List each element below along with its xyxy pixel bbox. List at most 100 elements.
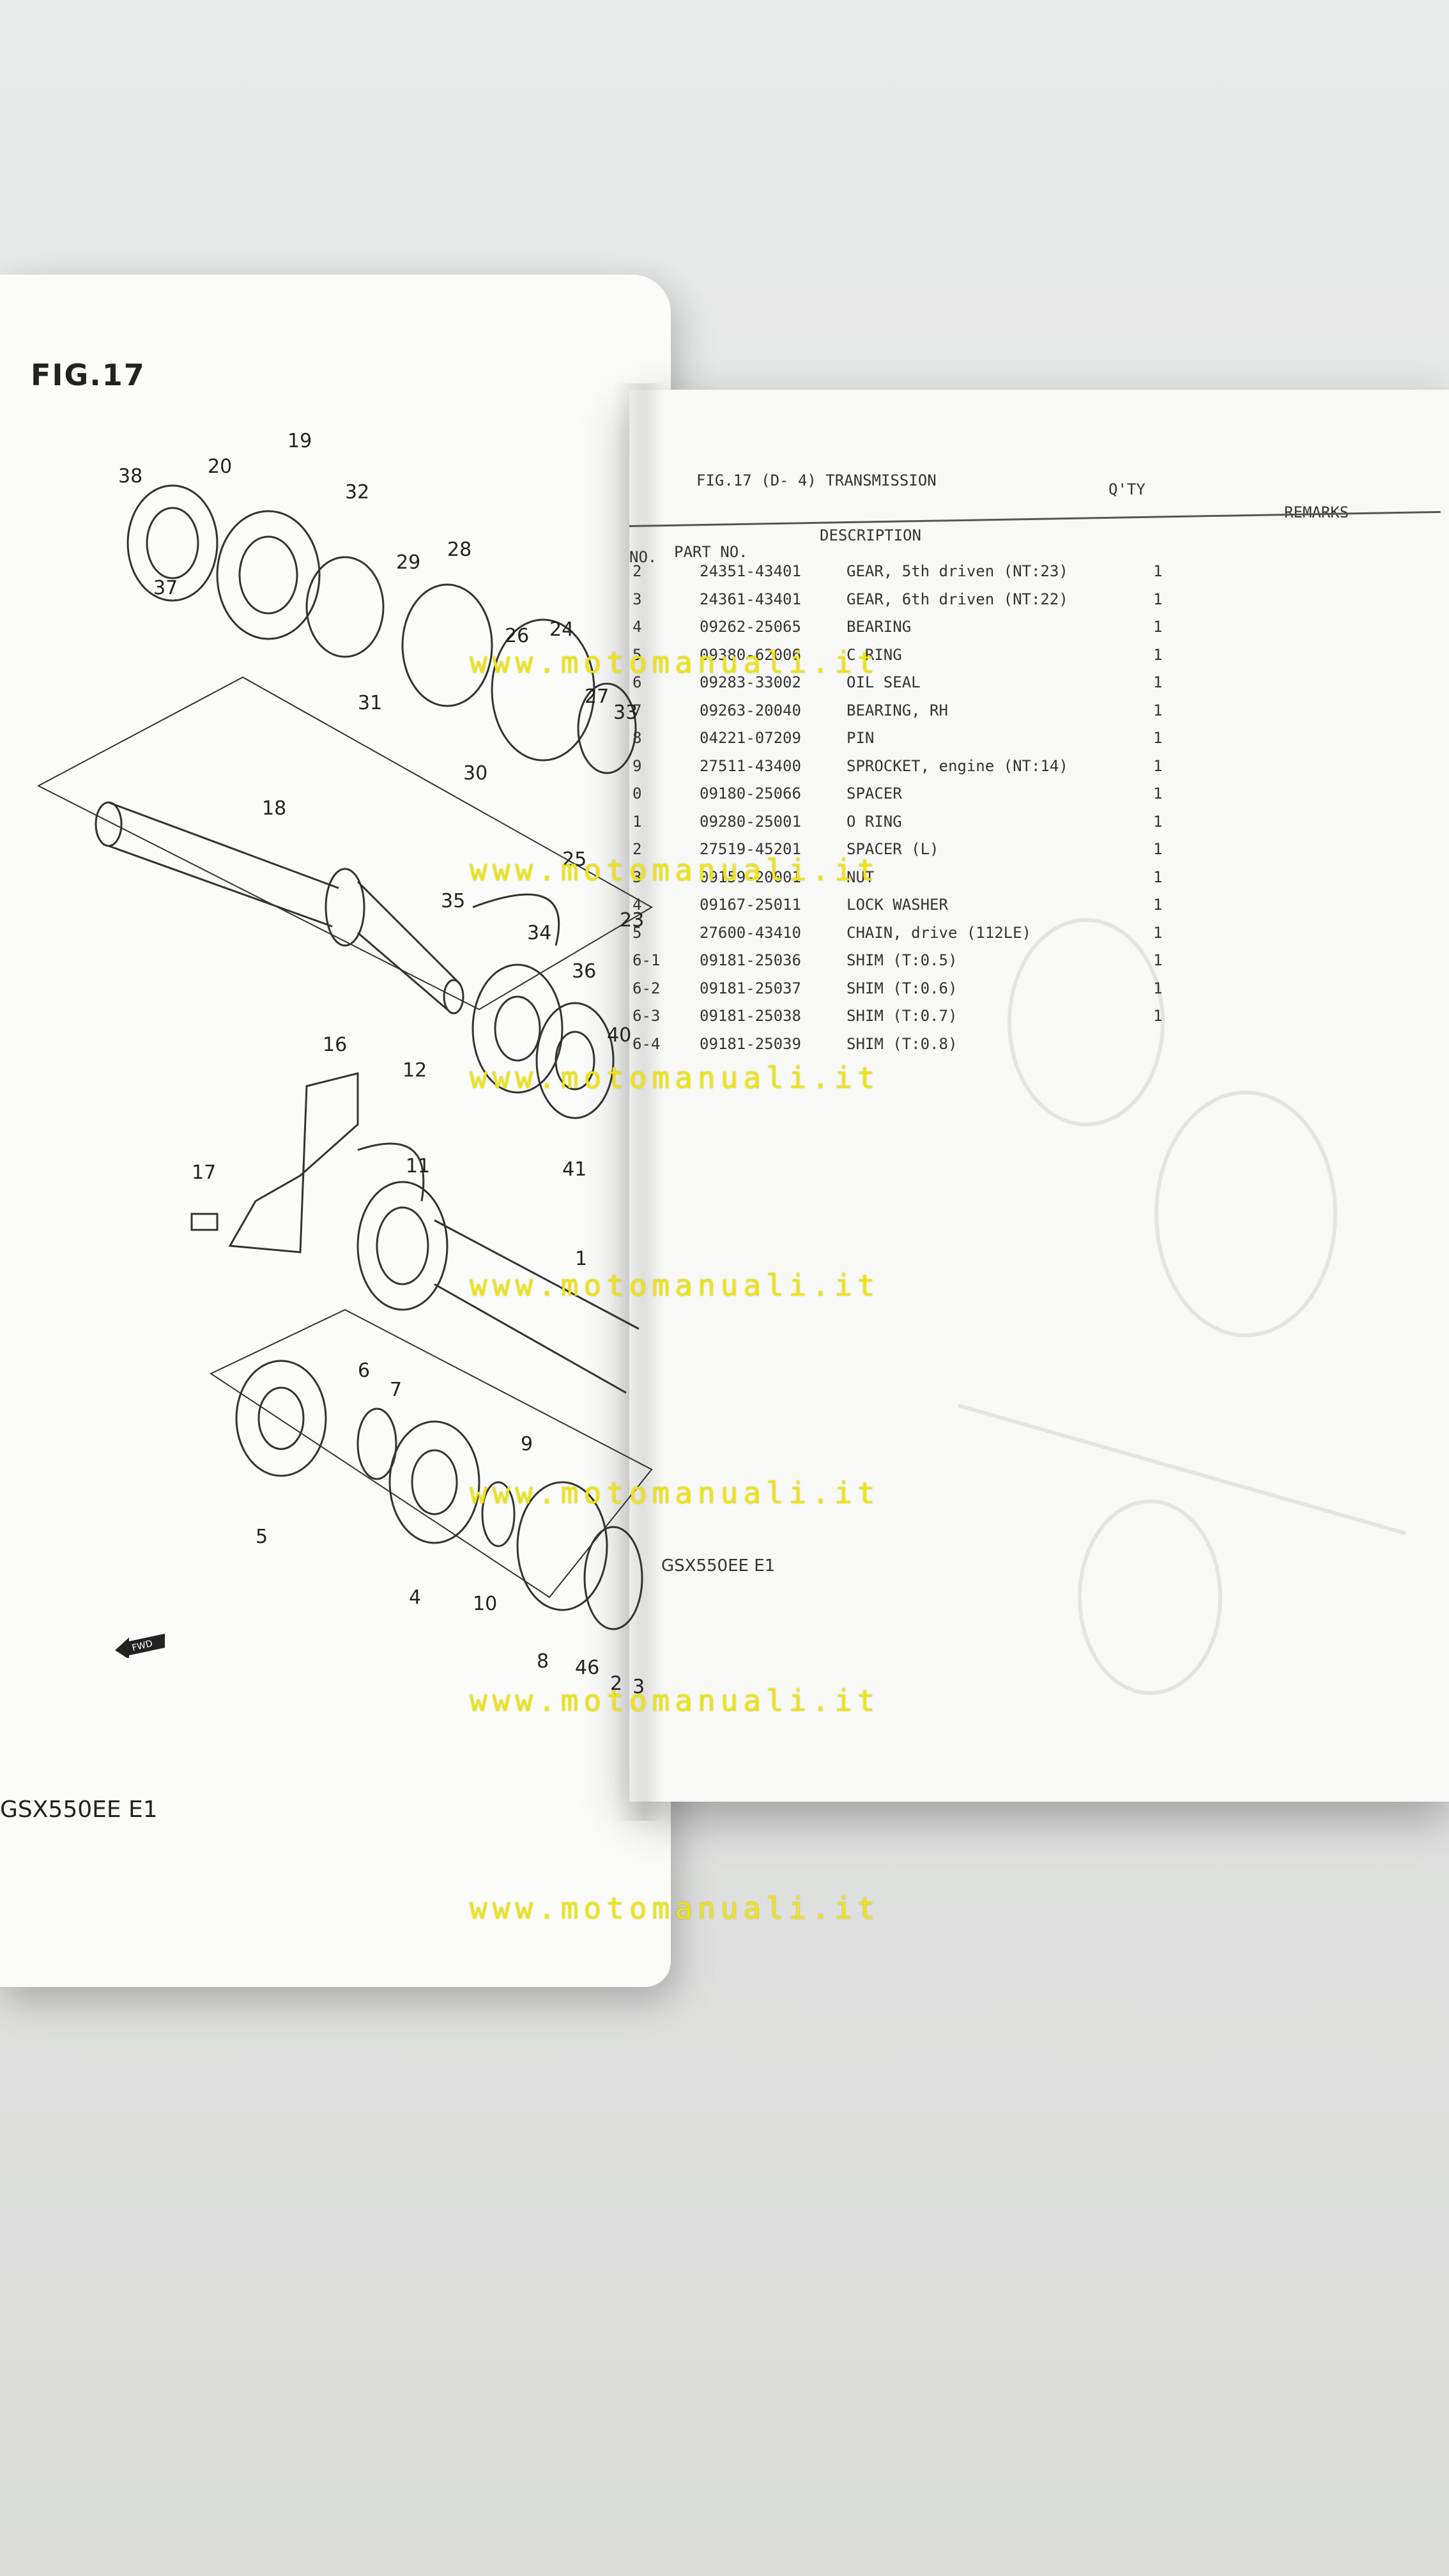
table-row: 1 09280-25001 O RING 1 — [629, 813, 1428, 841]
row-no: 6 — [632, 673, 642, 691]
table-row: 4 09262-25065 BEARING 1 — [629, 618, 1428, 646]
callout-3: 3 — [632, 1676, 645, 1698]
row-part-no: 09380-62006 — [700, 645, 801, 664]
row-description: SHIM (T:0.8) — [847, 1034, 958, 1053]
row-qty: 1 — [1153, 868, 1163, 886]
row-no: 4 — [632, 896, 642, 914]
row-part-no: 09262-25065 — [700, 618, 801, 636]
row-no: 5 — [632, 923, 642, 942]
row-qty: 1 — [1153, 812, 1163, 831]
row-qty: 1 — [1153, 979, 1163, 997]
callout-23: 23 — [620, 909, 644, 931]
fwd-label: FWD — [131, 1639, 154, 1653]
callout-28: 28 — [447, 539, 471, 561]
table-row: 6 09283-33002 OIL SEAL 1 — [629, 673, 1428, 702]
callout-35: 35 — [441, 890, 465, 912]
callout-29: 29 — [396, 551, 420, 574]
callout-20: 20 — [208, 456, 232, 478]
callout-4: 4 — [409, 1586, 421, 1609]
fig-title: FIG.17 — [31, 358, 146, 392]
callout-32: 32 — [345, 481, 369, 503]
callout-11: 11 — [406, 1155, 430, 1177]
row-description: SPACER — [847, 785, 902, 802]
callout-37: 37 — [153, 577, 178, 599]
row-no: 6-3 — [632, 1007, 661, 1025]
row-no: 4 — [632, 618, 642, 636]
row-qty: 1 — [1153, 896, 1163, 914]
row-description: O RING — [847, 812, 902, 831]
callout-10: 10 — [473, 1593, 497, 1615]
callout-6: 6 — [358, 1360, 370, 1382]
col-header-description: DESCRIPTION — [820, 526, 921, 544]
callout-30: 30 — [463, 762, 487, 785]
row-qty: 1 — [1153, 673, 1163, 691]
row-description: SPACER (L) — [847, 840, 939, 858]
row-part-no: 04221-07209 — [700, 729, 801, 747]
watermark: www.motomanuali.it — [470, 645, 880, 680]
row-qty: 1 — [1153, 701, 1163, 719]
row-qty: 1 — [1153, 618, 1163, 636]
callout-25: 25 — [562, 848, 586, 871]
table-title: FIG.17 (D- 4) TRANSMISSION — [696, 471, 937, 489]
col-header-no: NO. — [629, 548, 657, 566]
callout-9: 9 — [521, 1433, 533, 1455]
callout-33: 33 — [613, 702, 638, 724]
row-part-no: 09181-25036 — [700, 951, 801, 969]
callout-40: 40 — [607, 1024, 631, 1046]
row-qty: 1 — [1153, 729, 1163, 747]
diagram-model-label: GSX550EE E1 — [661, 1556, 776, 1575]
callout-18: 18 — [262, 797, 286, 820]
row-part-no: 09263-20040 — [700, 701, 801, 719]
right-page — [629, 390, 1449, 1802]
watermark: www.motomanuali.it — [470, 1476, 880, 1510]
row-part-no: 24351-43401 — [700, 562, 801, 580]
row-qty: 1 — [1153, 923, 1163, 942]
callout-24: 24 — [549, 618, 574, 641]
book-gutter — [613, 383, 664, 1821]
mainshaft — [95, 801, 464, 1015]
row-part-no: 09283-33002 — [700, 673, 801, 691]
row-no: 9 — [632, 756, 642, 775]
callout-31: 31 — [358, 692, 382, 714]
row-no: 2 — [632, 840, 642, 858]
row-no: 3 — [632, 590, 642, 608]
row-qty: 1 — [1153, 951, 1163, 969]
row-qty: 1 — [1153, 1007, 1163, 1025]
bleedthrough-diagram — [958, 918, 1406, 1695]
row-qty: 1 — [1153, 756, 1163, 775]
row-description: C RING — [847, 645, 902, 664]
row-description: BEARING — [847, 618, 912, 636]
watermark: www.motomanuali.it — [470, 1891, 880, 1926]
callout-27: 27 — [585, 686, 609, 708]
row-no: 1 — [632, 812, 642, 831]
callout-36: 36 — [572, 960, 596, 983]
col-header-part-no: PART NO. — [674, 543, 748, 561]
row-no: 2 — [632, 562, 642, 580]
left-page — [0, 275, 671, 1987]
row-no: 5 — [632, 645, 642, 664]
row-qty: 1 — [1153, 840, 1163, 858]
row-description: PIN — [847, 729, 875, 747]
row-part-no: 09181-25037 — [700, 979, 801, 997]
row-description: OIL SEAL — [847, 673, 921, 691]
row-no: 3 — [632, 868, 642, 886]
watermark: www.motomanuali.it — [470, 1268, 880, 1303]
gear-cluster-upper — [126, 484, 637, 774]
row-part-no: 09280-25001 — [700, 812, 801, 831]
transmission-exploded-diagram: 38 20 19 32 37 29 28 31 26 24 30 27 33 2… — [36, 430, 653, 1698]
watermark: www.motomanuali.it — [470, 853, 880, 887]
left-page-footer: GSX550EE E1 — [0, 1797, 158, 1823]
row-description: GEAR, 6th driven (NT:22) — [847, 590, 1068, 608]
row-part-no: 09180-25066 — [700, 785, 801, 802]
